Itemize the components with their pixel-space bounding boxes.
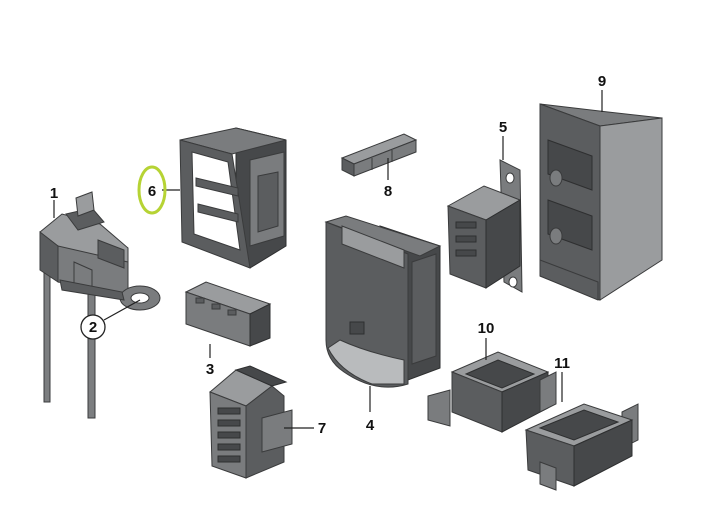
callout-2: 2 (89, 319, 97, 336)
callout-4: 4 (366, 417, 375, 434)
callout-9: 9 (598, 73, 606, 90)
part-7-multipin-plug[interactable] (209, 365, 293, 479)
part-9-module-block[interactable] (539, 103, 663, 301)
callout-5: 5 (499, 119, 507, 136)
part-11-clip-connector[interactable] (524, 403, 639, 491)
part-8-slim-bar[interactable] (340, 133, 418, 177)
part-3-terminal-block[interactable] (184, 281, 272, 347)
callout-7: 7 (318, 420, 326, 437)
part-6-frame-socket[interactable] (179, 127, 287, 269)
callout-6-highlight (137, 165, 167, 215)
callout-2-circle (80, 314, 106, 340)
part-4-cover-module[interactable] (324, 215, 442, 388)
part-5-bracket-connector[interactable] (446, 159, 523, 293)
callout-11: 11 (554, 355, 570, 372)
callout-6: 6 (148, 183, 156, 200)
part-10-clip-connector[interactable] (427, 351, 557, 433)
callout-8: 8 (384, 183, 392, 200)
part-1-connector-housing[interactable] (39, 191, 161, 419)
callout-1: 1 (50, 185, 58, 202)
callout-3: 3 (206, 361, 214, 378)
callout-10: 10 (478, 320, 495, 337)
